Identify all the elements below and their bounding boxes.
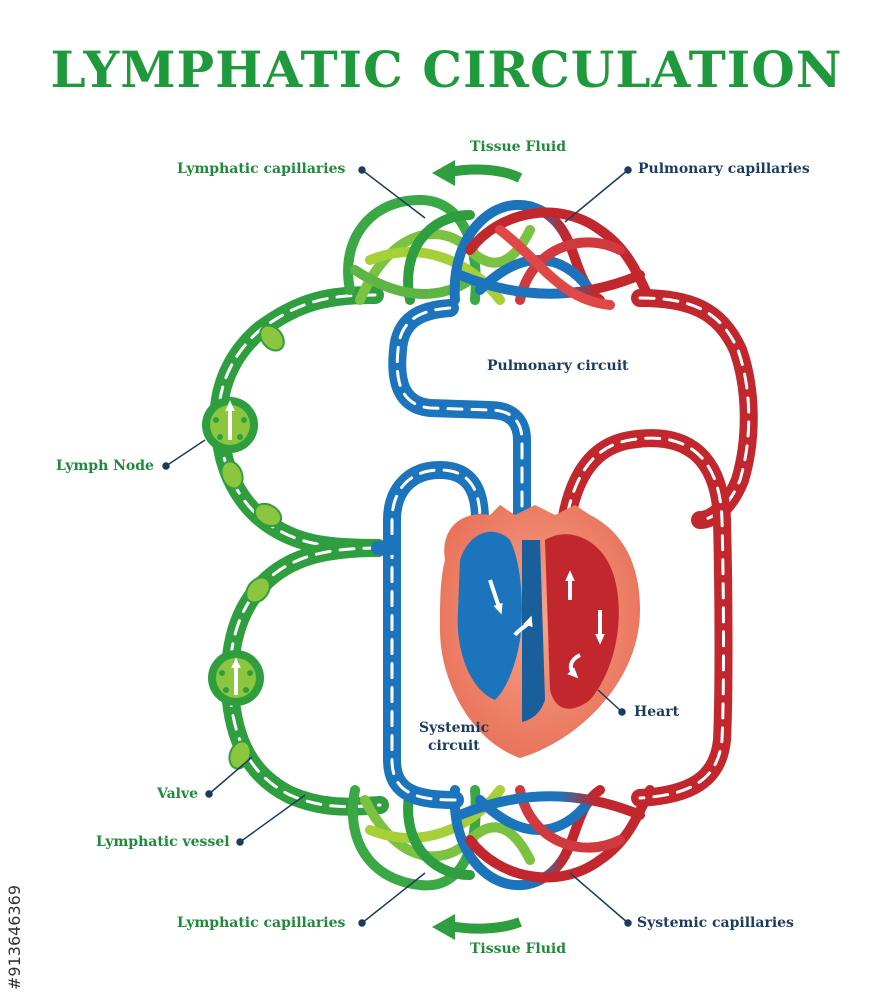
pulmonary-capillaries-label: Pulmonary capillaries: [638, 161, 810, 177]
systemic-circuit-label-line2: circuit: [428, 738, 480, 754]
systemic-capillaries-label: Systemic capillaries: [637, 915, 794, 931]
lymph-node-icon: [208, 650, 264, 706]
heart-label: Heart: [634, 704, 680, 720]
lymph-node-label: Lymph Node: [56, 458, 154, 474]
heart-icon: [440, 505, 640, 758]
arterial-vessels: [551, 289, 758, 807]
tissue-fluid-arrow-bottom: [432, 914, 522, 940]
lymph-node-icon: [202, 397, 258, 453]
venous-vessels: [371, 299, 531, 809]
lymphatic-vessel-label: Lymphatic vessel: [96, 834, 230, 850]
tissue-fluid-arrow-top: [432, 160, 523, 186]
bottom-capillary-bed: [347, 785, 655, 891]
tissue-fluid-label-top: Tissue Fluid: [470, 139, 567, 155]
pulmonary-circuit-label: Pulmonary circuit: [487, 358, 629, 374]
systemic-circuit-label-line1: Systemic: [419, 720, 490, 736]
lymphatic-capillaries-label-bottom: Lymphatic capillaries: [177, 915, 346, 931]
top-capillary-bed: [343, 194, 655, 310]
lymphatic-vessels: [209, 286, 389, 816]
image-id-watermark: #913646369: [5, 884, 24, 990]
leader-lines: [162, 166, 632, 927]
valve-label: Valve: [157, 786, 199, 802]
page-title: LYMPHATIC CIRCULATION: [50, 40, 843, 99]
lymphatic-capillaries-label-top: Lymphatic capillaries: [177, 161, 346, 177]
valve-icons: [220, 324, 285, 770]
tissue-fluid-label-bottom: Tissue Fluid: [470, 941, 567, 957]
